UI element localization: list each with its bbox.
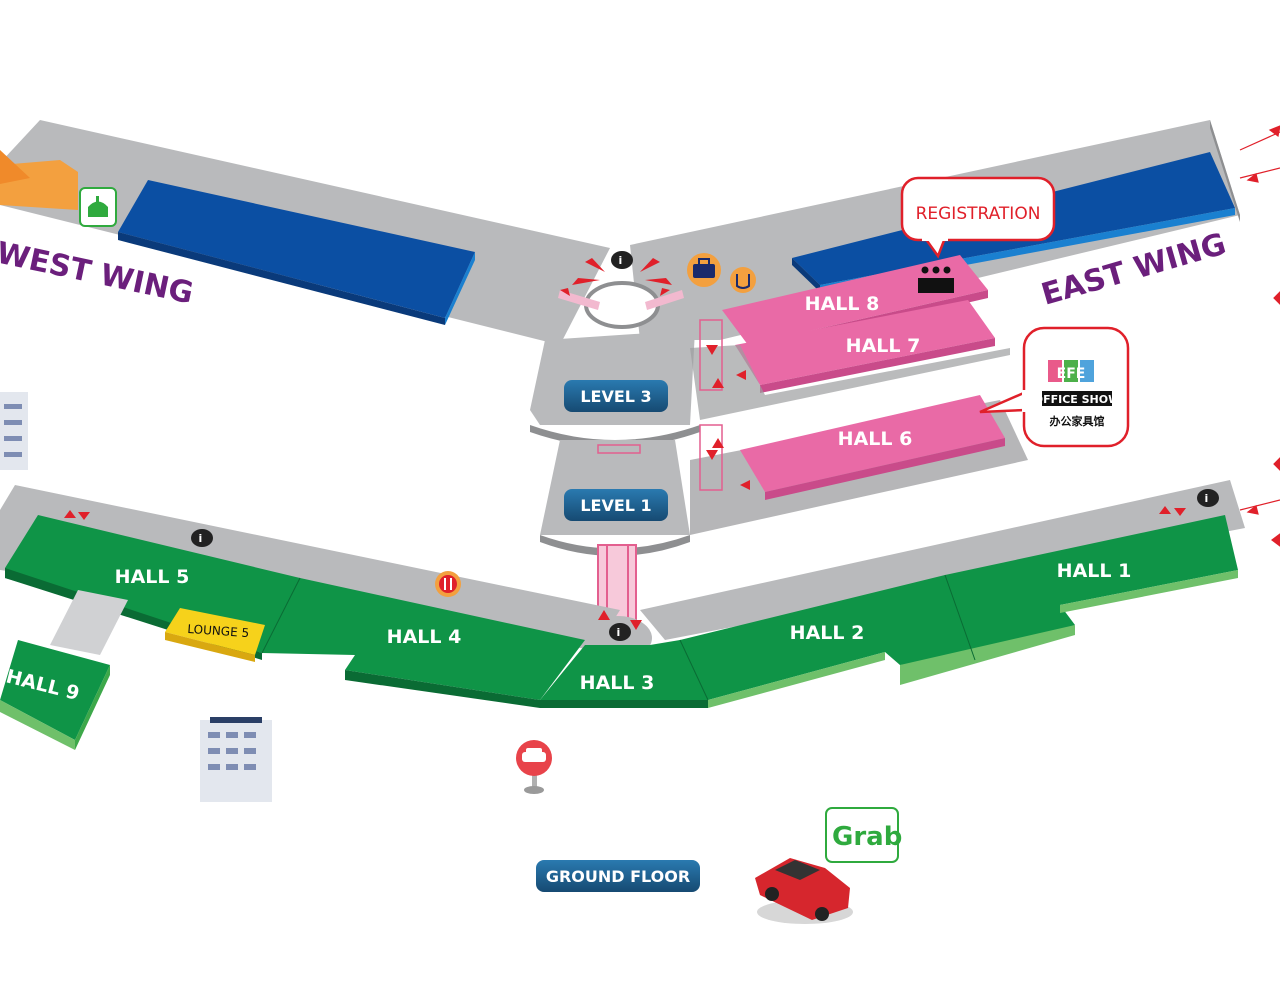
ground-floor [0, 480, 1245, 750]
hall-4-floor [262, 578, 585, 700]
svg-text:i: i [617, 626, 621, 639]
car-icon [755, 858, 853, 924]
efe-logo: EFE [1048, 360, 1094, 382]
svg-text:i: i [619, 254, 623, 267]
east-exit-arrows [1239, 125, 1280, 547]
orange-direction-arrow [0, 150, 30, 184]
hall-6-floor [740, 395, 1005, 492]
info-icon: i [611, 251, 633, 269]
hall-3-floor [540, 640, 708, 700]
efe-office-show-text: OFFICE SHOW [1034, 393, 1121, 406]
efe-logo-text: EFE [1057, 366, 1086, 382]
level-1-label: LEVEL 1 [580, 496, 651, 515]
hall-5-label[interactable]: HALL 5 [115, 566, 190, 588]
hall-9-bridge [50, 590, 128, 655]
hall-9-floor [0, 640, 110, 740]
info-icon: i [191, 529, 213, 547]
hall-2-label[interactable]: HALL 2 [790, 622, 865, 644]
building-icon [200, 717, 272, 802]
prayer-room-icon [79, 187, 117, 227]
lounge-5-floor [165, 608, 265, 655]
luggage-icon [687, 253, 721, 287]
ground-floor-label: GROUND FLOOR [546, 867, 690, 886]
hall-1-label[interactable]: HALL 1 [1057, 560, 1132, 582]
hall-2-floor [680, 575, 975, 700]
efe-office-show-callout[interactable]: EFE OFFICE SHOW 办公家具馆 [979, 326, 1130, 448]
ground-east-corridor [640, 480, 1245, 640]
level-3-label: LEVEL 3 [580, 387, 651, 406]
vertical-escalator-links [597, 319, 723, 491]
west-blue-hall [118, 180, 475, 318]
registration-callout[interactable]: REGISTRATION [900, 176, 1056, 259]
level-1-pill[interactable]: LEVEL 1 [564, 489, 668, 521]
hall-8-label[interactable]: HALL 8 [805, 293, 880, 315]
registration-counter-icon [918, 266, 954, 293]
hall-7-floor [735, 300, 995, 385]
hall-1-floor [945, 515, 1238, 660]
svg-text:i: i [199, 532, 203, 545]
taxi-stand-icon [516, 740, 552, 794]
ground-west-corridor [0, 485, 620, 650]
restaurant-icon [435, 571, 461, 597]
level-3-pill[interactable]: LEVEL 3 [564, 380, 668, 412]
hall-3-label[interactable]: HALL 3 [580, 672, 655, 694]
power-charging-icon [730, 267, 756, 293]
escalator-arrows-icon [64, 258, 1186, 630]
hall-8-floor [722, 255, 988, 345]
info-icon: i [1197, 489, 1219, 507]
grab-logo: Grab [825, 807, 902, 863]
building-icon-left [0, 392, 28, 470]
level3-annex-floor [690, 345, 1010, 420]
efe-chinese-text: 办公家具馆 [1050, 414, 1105, 428]
hall-6-label[interactable]: HALL 6 [838, 428, 913, 450]
hall-4-label[interactable]: HALL 4 [387, 626, 462, 648]
info-icon: i [609, 623, 631, 641]
hall-7-label[interactable]: HALL 7 [846, 335, 921, 357]
svg-text:i: i [1205, 492, 1209, 505]
ground-floor-pill[interactable]: GROUND FLOOR [536, 860, 700, 892]
lounge-5-label: LOUNGE 5 [187, 622, 250, 640]
registration-label: REGISTRATION [916, 204, 1041, 224]
grab-text: Grab [832, 822, 902, 852]
